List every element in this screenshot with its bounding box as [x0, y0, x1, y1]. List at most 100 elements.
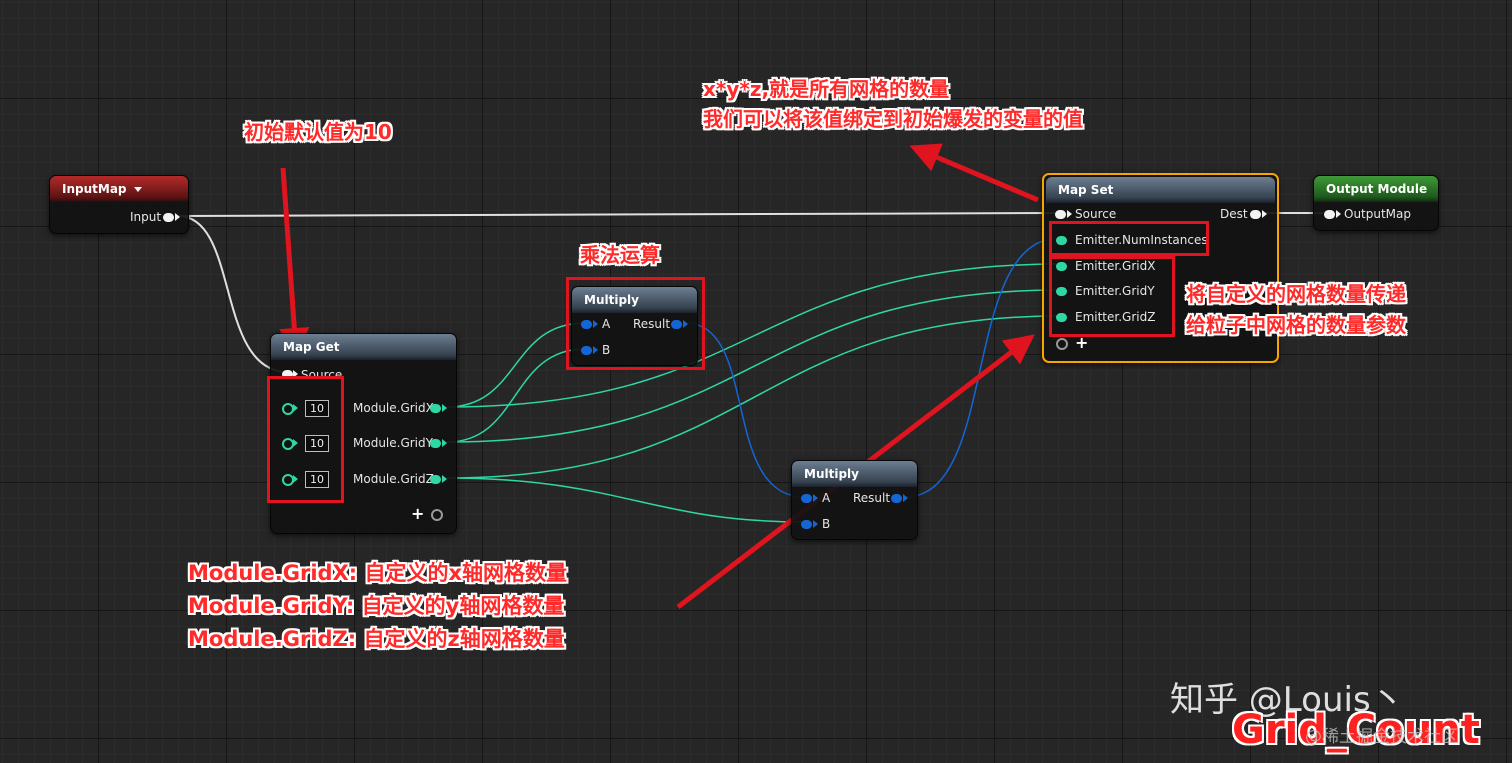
output-module-title: Output Module — [1326, 182, 1428, 196]
annotation-default-value: 初始默认值为10 — [244, 120, 392, 144]
multiply-2-result-pin[interactable] — [891, 494, 902, 503]
multiply-2-input-b-label: B — [822, 517, 831, 531]
add-pin-icon[interactable]: + — [1075, 333, 1089, 352]
multiply-node-2[interactable]: Multiply A Result B — [791, 460, 918, 540]
multiply-1-input-b-pin[interactable] — [581, 346, 592, 355]
input-map-header[interactable]: InputMap — [50, 176, 188, 202]
input-pin[interactable] — [163, 213, 174, 222]
annotation-pass-line2: 给粒子中网格的数量参数 — [1186, 313, 1406, 337]
multiply-1-title: Multiply — [584, 293, 639, 307]
map-set-node[interactable]: Map Set Source Dest Emitter.NumInstances… — [1042, 173, 1279, 363]
annotation-pass-line1: 将自定义的网格数量传递 — [1186, 282, 1406, 306]
gridz-output-pin[interactable] — [430, 475, 441, 484]
multiply-1-input-a-label: A — [602, 317, 611, 331]
map-set-dest-label: Dest — [1220, 207, 1248, 221]
output-module-node[interactable]: Output Module OutputMap — [1313, 175, 1439, 231]
wire-gridz-to-emitterz — [446, 315, 1061, 479]
wire-input-to-mapset — [177, 212, 1056, 217]
output-module-header[interactable]: Output Module — [1314, 176, 1438, 202]
highlight-default-values — [267, 376, 344, 503]
pin-arrow-icon — [293, 475, 298, 483]
chevron-down-icon[interactable] — [134, 187, 142, 192]
emitter-gridz-label: Emitter.GridZ — [1075, 310, 1156, 324]
wire-mul1-to-mul2a — [684, 322, 806, 498]
gridz-output-label: Module.GridZ — [353, 472, 434, 486]
add-pin-icon[interactable]: + — [411, 504, 425, 523]
add-pin-socket[interactable] — [1056, 338, 1068, 350]
watermark-site: 知乎 @Louis丶 — [1170, 680, 1405, 720]
pin-arrow-icon — [593, 320, 598, 328]
multiply-2-result-label: Result — [853, 491, 891, 505]
add-pin-socket[interactable] — [431, 509, 443, 521]
pin-arrow-icon — [293, 370, 298, 378]
watermark-overlay: @稀土掘金技术社区 — [1305, 727, 1458, 747]
emitter-gridx-label: Emitter.GridX — [1075, 259, 1156, 273]
numinstances-label: Emitter.NumInstances — [1075, 233, 1208, 247]
gridy-output-label: Module.GridY — [353, 436, 433, 450]
pin-arrow-icon — [813, 520, 818, 528]
pin-arrow-icon — [175, 213, 180, 221]
map-set-source-label: Source — [1075, 207, 1117, 221]
multiply-1-input-a-pin[interactable] — [581, 320, 592, 329]
emitter-gridy-label: Emitter.GridY — [1075, 284, 1155, 298]
highlight-numinstances — [1049, 221, 1209, 256]
multiply-2-header[interactable]: Multiply — [792, 461, 917, 487]
pin-arrow-icon — [442, 439, 447, 447]
multiply-2-input-a-label: A — [822, 491, 831, 505]
pin-arrow-icon — [1336, 210, 1341, 218]
emitter-gridy-pin[interactable] — [1056, 287, 1067, 296]
multiply-1-result-label: Result — [633, 317, 671, 331]
map-set-title: Map Set — [1058, 183, 1114, 197]
annotation-xyz-line2: 我们可以将该值绑定到初始爆发的变量的值 — [703, 107, 1083, 131]
outputmap-label: OutputMap — [1344, 207, 1412, 221]
wire-mul2-to-numinstances — [904, 237, 1061, 498]
multiply-2-input-a-pin[interactable] — [801, 494, 812, 503]
wire-gridz-to-mul2b — [446, 477, 806, 523]
map-get-header[interactable]: Map Get — [271, 334, 456, 360]
map-set-source-pin[interactable] — [1055, 210, 1066, 219]
wire-input-to-mapget — [177, 215, 289, 373]
emitter-gridz-pin[interactable] — [1056, 313, 1067, 322]
pin-arrow-icon — [593, 346, 598, 354]
multiply-node-1[interactable]: Multiply A Result B — [571, 286, 698, 366]
gridx-output-pin[interactable] — [430, 404, 441, 413]
annotation-legend-z: Module.GridZ: 自定义的z轴网格数量 — [188, 627, 565, 651]
gridz-default-value[interactable]: 10 — [305, 471, 329, 488]
arrow-xyz-note — [909, 143, 1039, 203]
annotation-multiply: 乘法运算 — [580, 243, 660, 267]
multiply-2-input-b-pin[interactable] — [801, 520, 812, 529]
pin-arrow-icon — [683, 320, 688, 328]
pin-arrow-icon — [442, 404, 447, 412]
gridy-output-pin[interactable] — [430, 439, 441, 448]
multiply-1-header[interactable]: Multiply — [572, 287, 697, 313]
pin-arrow-icon — [1262, 210, 1267, 218]
emitter-gridx-pin[interactable] — [1056, 262, 1067, 271]
gridx-output-label: Module.GridX — [353, 401, 434, 415]
gridy-default-value[interactable]: 10 — [305, 435, 329, 452]
input-map-title: InputMap — [62, 182, 127, 196]
pin-arrow-icon — [442, 475, 447, 483]
wire-gridx-to-mul1a — [446, 322, 586, 408]
gridx-default-value[interactable]: 10 — [305, 400, 329, 417]
outputmap-pin[interactable] — [1324, 210, 1335, 219]
annotation-legend-x: Module.GridX: 自定义的x轴网格数量 — [188, 561, 567, 585]
highlight-multiply-1 — [566, 277, 705, 370]
pin-arrow-icon — [293, 404, 298, 412]
pin-arrow-icon — [903, 494, 908, 502]
input-map-node[interactable]: InputMap Input — [49, 175, 189, 234]
wire-gridy-to-mul1b — [446, 348, 586, 443]
map-set-dest-pin[interactable] — [1250, 210, 1261, 219]
pin-arrow-icon — [813, 494, 818, 502]
source-pin[interactable] — [282, 370, 293, 379]
pin-arrow-icon — [1067, 210, 1072, 218]
highlight-emitter-grids — [1049, 256, 1175, 337]
pin-arrow-icon — [293, 439, 298, 447]
numinstances-pin[interactable] — [1056, 236, 1067, 245]
map-set-header[interactable]: Map Set — [1046, 177, 1275, 203]
multiply-1-result-pin[interactable] — [671, 320, 682, 329]
multiply-1-input-b-label: B — [602, 343, 611, 357]
map-get-title: Map Get — [283, 340, 340, 354]
watermark-title: Grid_Count — [1232, 707, 1480, 753]
annotation-legend-y: Module.GridY: 自定义的y轴网格数量 — [188, 594, 565, 618]
annotation-xyz-line1: x*y*z,就是所有网格的数量 — [703, 77, 950, 101]
